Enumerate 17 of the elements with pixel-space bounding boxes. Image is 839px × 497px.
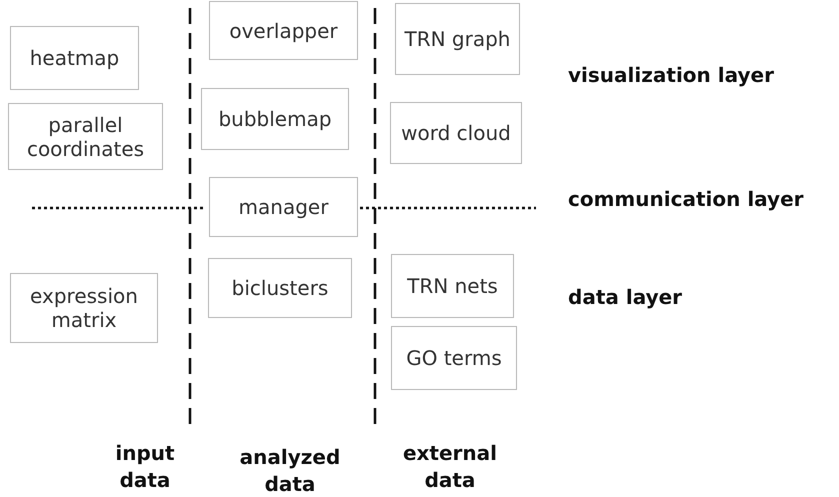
component-box: expression matrix — [10, 273, 158, 343]
layer-label: communication layer — [568, 186, 805, 213]
layer-label: data layer — [568, 284, 684, 311]
component-box: word cloud — [390, 102, 522, 164]
component-box: manager — [209, 177, 358, 237]
component-box: parallel coordinates — [8, 103, 163, 170]
layer-label: visualization layer — [568, 62, 775, 89]
column-label: analyzed data — [238, 444, 342, 497]
component-box: bubblemap — [201, 88, 349, 150]
column-label: input data — [114, 440, 176, 494]
component-box: overlapper — [209, 1, 358, 60]
column-label: external data — [402, 440, 498, 494]
component-box: biclusters — [208, 258, 352, 318]
component-box: TRN nets — [391, 254, 514, 318]
component-box: heatmap — [10, 26, 139, 90]
component-box: TRN graph — [395, 3, 520, 75]
component-box: GO terms — [391, 326, 517, 390]
